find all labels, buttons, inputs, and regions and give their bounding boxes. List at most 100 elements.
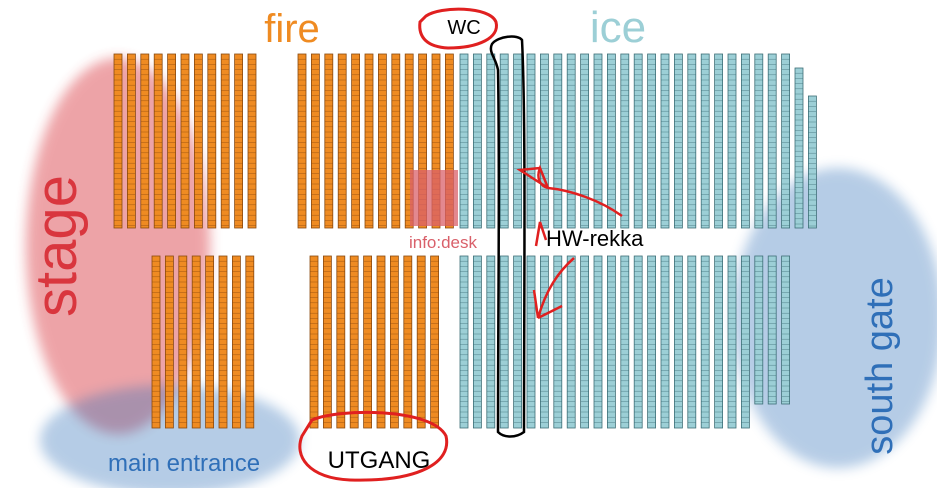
fire-seat-row [231, 255, 241, 429]
ice-seat-row [687, 53, 697, 229]
ice-seat-row [607, 255, 616, 429]
ice-seat-row [499, 255, 509, 429]
fire-seat-row [322, 255, 332, 429]
fire-seat-row [418, 53, 428, 229]
ice-seat-row [553, 255, 563, 429]
fire-seat-row [391, 53, 401, 229]
ice-seat-row [472, 255, 482, 429]
fire-seat-row [363, 255, 373, 429]
seat-rows [113, 53, 817, 429]
ice-seat-row [767, 255, 777, 405]
ice-seat-row [754, 255, 764, 405]
utgang-label: UTGANG [328, 447, 431, 474]
fire-seat-row [245, 255, 255, 429]
hw-rekka-label: HW-rekka [546, 226, 644, 251]
ice-seat-row [700, 255, 710, 429]
fire-seat-row [180, 53, 190, 229]
ice-seat-row [781, 255, 790, 405]
ice-seat-row [459, 53, 469, 229]
ice-seat-row [526, 255, 536, 429]
ice-seat-row [754, 53, 764, 229]
fire-zone-label: fire [264, 7, 320, 51]
fire-seat-row [389, 255, 399, 429]
info-desk-label: info:desk [409, 233, 478, 252]
ice-seat-row [566, 53, 576, 229]
ice-seat-row [794, 67, 804, 229]
fire-seat-row [430, 255, 440, 429]
fire-seat-row [404, 53, 414, 229]
fire-seat-row [309, 255, 319, 429]
ice-seat-row [687, 255, 697, 429]
fire-seat-row [297, 53, 307, 229]
ice-seat-row [472, 53, 482, 229]
fire-seat-row [140, 53, 150, 229]
ice-seat-row [593, 255, 603, 429]
ice-seat-row [727, 53, 737, 229]
ice-seat-row [781, 53, 790, 229]
ice-seat-row [593, 53, 603, 229]
ice-seat-row [499, 53, 509, 229]
fire-seat-row [153, 53, 163, 229]
fire-seat-row [351, 53, 361, 229]
ice-seat-row [741, 255, 750, 429]
ice-seat-row [674, 53, 683, 229]
ice-seat-row [767, 53, 777, 229]
ice-seat-row [660, 255, 670, 429]
fire-seat-row [376, 255, 386, 429]
fire-seat-row [364, 53, 374, 229]
ice-seat-row [620, 255, 630, 429]
ice-seat-row [633, 255, 643, 429]
ice-seat-row [566, 255, 576, 429]
stage-label: stage [24, 175, 89, 317]
ice-seat-row [727, 255, 737, 429]
fire-seat-row [178, 255, 188, 429]
fire-seat-row [167, 53, 177, 229]
ice-seat-row [647, 53, 656, 229]
hw-rekka-arrow-up [516, 164, 623, 218]
ice-seat-row [714, 255, 723, 429]
ice-zone-label: ice [590, 3, 646, 52]
south-gate-area [733, 168, 937, 468]
fire-seat-row [205, 255, 215, 429]
wc-label: WC [447, 17, 480, 39]
ice-seat-row [526, 53, 536, 229]
ice-seat-row [741, 53, 750, 229]
ice-seat-row [459, 255, 469, 429]
ice-seat-row [486, 255, 496, 429]
hw-rekka-outline [489, 35, 526, 438]
ice-seat-row [580, 53, 589, 229]
ice-seat-row [580, 255, 589, 429]
ice-seat-row [714, 53, 723, 229]
fire-seat-row [220, 53, 230, 229]
fire-seat-row [336, 255, 346, 429]
stage-area [26, 58, 210, 434]
utgang-circle [298, 410, 449, 482]
fire-seat-row [193, 53, 203, 229]
ice-seat-row [633, 53, 643, 229]
fire-seat-row [349, 255, 359, 429]
info-desk-area [410, 170, 458, 226]
ice-seat-row [607, 53, 616, 229]
ice-seat-row [808, 95, 817, 229]
fire-seat-row [127, 53, 136, 229]
fire-seat-row [191, 255, 201, 429]
fire-seat-row [164, 255, 174, 429]
fire-seat-row [218, 255, 228, 429]
ice-seat-row [660, 53, 670, 229]
ice-seat-row [486, 53, 496, 229]
fire-seat-row [247, 53, 257, 229]
ice-seat-row [647, 255, 656, 429]
ice-seat-row [540, 53, 549, 229]
fire-seat-row [234, 53, 244, 229]
fire-seat-row [207, 53, 217, 229]
ice-seat-row [674, 255, 683, 429]
south-gate-label: south gate [859, 277, 901, 454]
ice-seat-row [540, 255, 549, 429]
fire-seat-row [337, 53, 347, 229]
fire-seat-row [444, 53, 454, 229]
hw-rekka-arrow-mid [534, 221, 548, 247]
fire-seat-row [416, 255, 426, 429]
fire-seat-row [113, 53, 123, 229]
fire-seat-row [151, 255, 161, 429]
